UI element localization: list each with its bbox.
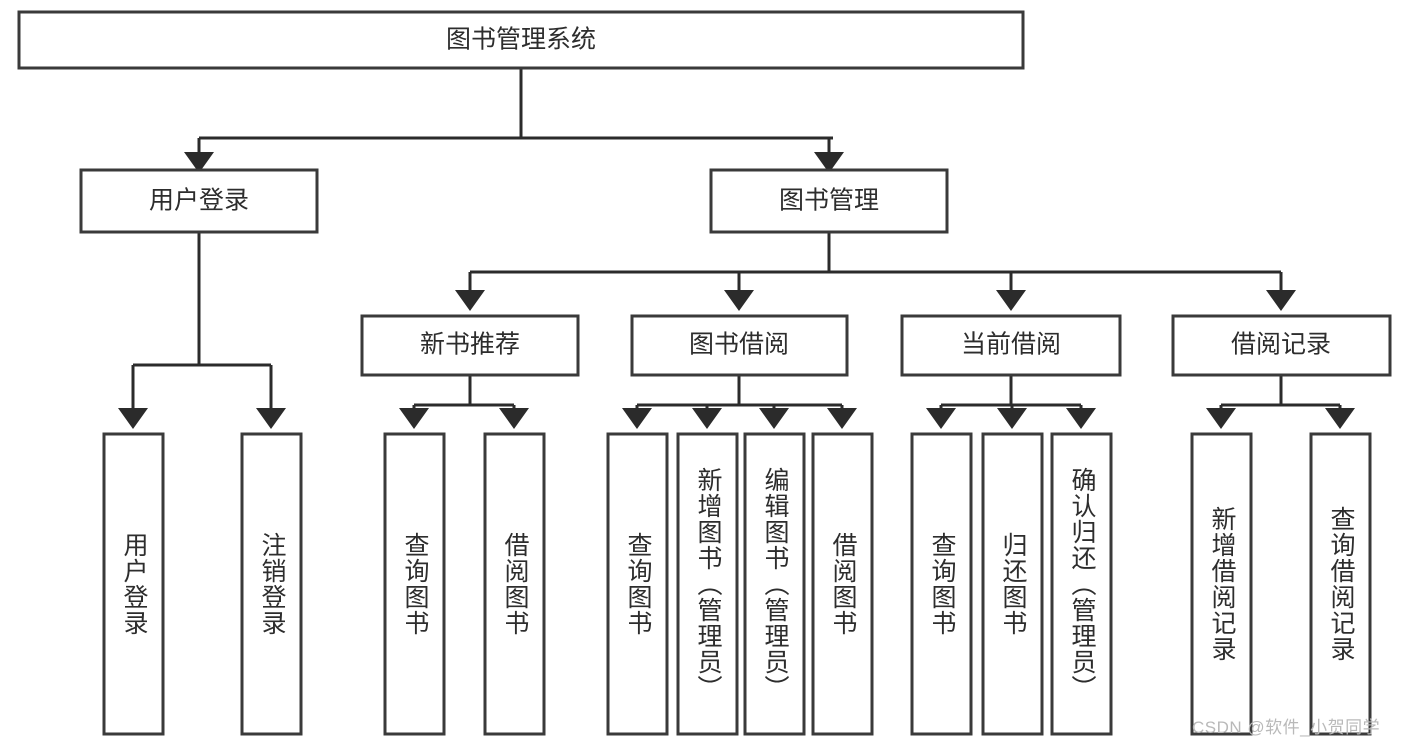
connector-bookborrow-to-leaves [622, 375, 857, 429]
leaf-box-br-add[interactable] [1190, 432, 1253, 736]
leaf-box-rec-borrow[interactable] [483, 432, 546, 736]
connector-borrowrecord-to-leaves [1206, 375, 1355, 429]
connector-bookmanage-to-level3 [455, 232, 1296, 311]
node-new-book-rec[interactable]: 新书推荐 [360, 314, 580, 377]
leaf-box-rec-query[interactable] [383, 432, 446, 736]
leaf-box-br-query[interactable] [1309, 432, 1372, 736]
leaf-box-cb-confirm[interactable] [1050, 432, 1113, 736]
connector-currentborrow-to-leaves [926, 375, 1096, 429]
leaf-box-cb-return[interactable] [981, 432, 1044, 736]
node-book-manage[interactable]: 图书管理 [709, 168, 949, 234]
leaf-box-bb-borrow[interactable] [811, 432, 874, 736]
node-borrow-record[interactable]: 借阅记录 [1171, 314, 1392, 377]
node-new-book-rec-label: 新书推荐 [420, 331, 520, 359]
node-book-borrow[interactable]: 图书借阅 [630, 314, 849, 377]
node-root[interactable]: 图书管理系统 [17, 10, 1025, 70]
node-book-borrow-label: 图书借阅 [689, 331, 789, 359]
leaf-box-bb-query[interactable] [606, 432, 669, 736]
node-borrow-record-label: 借阅记录 [1231, 331, 1331, 359]
leaf-box-bb-edit[interactable] [743, 432, 806, 736]
connector-newbookrec-to-leaves [399, 375, 529, 429]
leaf-box-cb-query[interactable] [910, 432, 973, 736]
node-user-login-label: 用户登录 [149, 187, 249, 215]
node-user-login[interactable]: 用户登录 [79, 168, 319, 234]
node-current-borrow[interactable]: 当前借阅 [900, 314, 1122, 377]
connector-userlogin-to-leaves [118, 232, 286, 429]
watermark-text: CSDN @软件_小贺同学 [1192, 718, 1381, 737]
leaf-box-user-logout[interactable] [240, 432, 303, 736]
node-current-borrow-label: 当前借阅 [961, 331, 1061, 359]
connector-root-to-level2 [184, 68, 844, 173]
leaf-box-bb-add[interactable] [676, 432, 739, 736]
leaf-boxes [102, 432, 1372, 736]
node-book-manage-label: 图书管理 [779, 187, 879, 215]
leaf-box-user-login[interactable] [102, 432, 165, 736]
node-root-label: 图书管理系统 [446, 26, 596, 54]
